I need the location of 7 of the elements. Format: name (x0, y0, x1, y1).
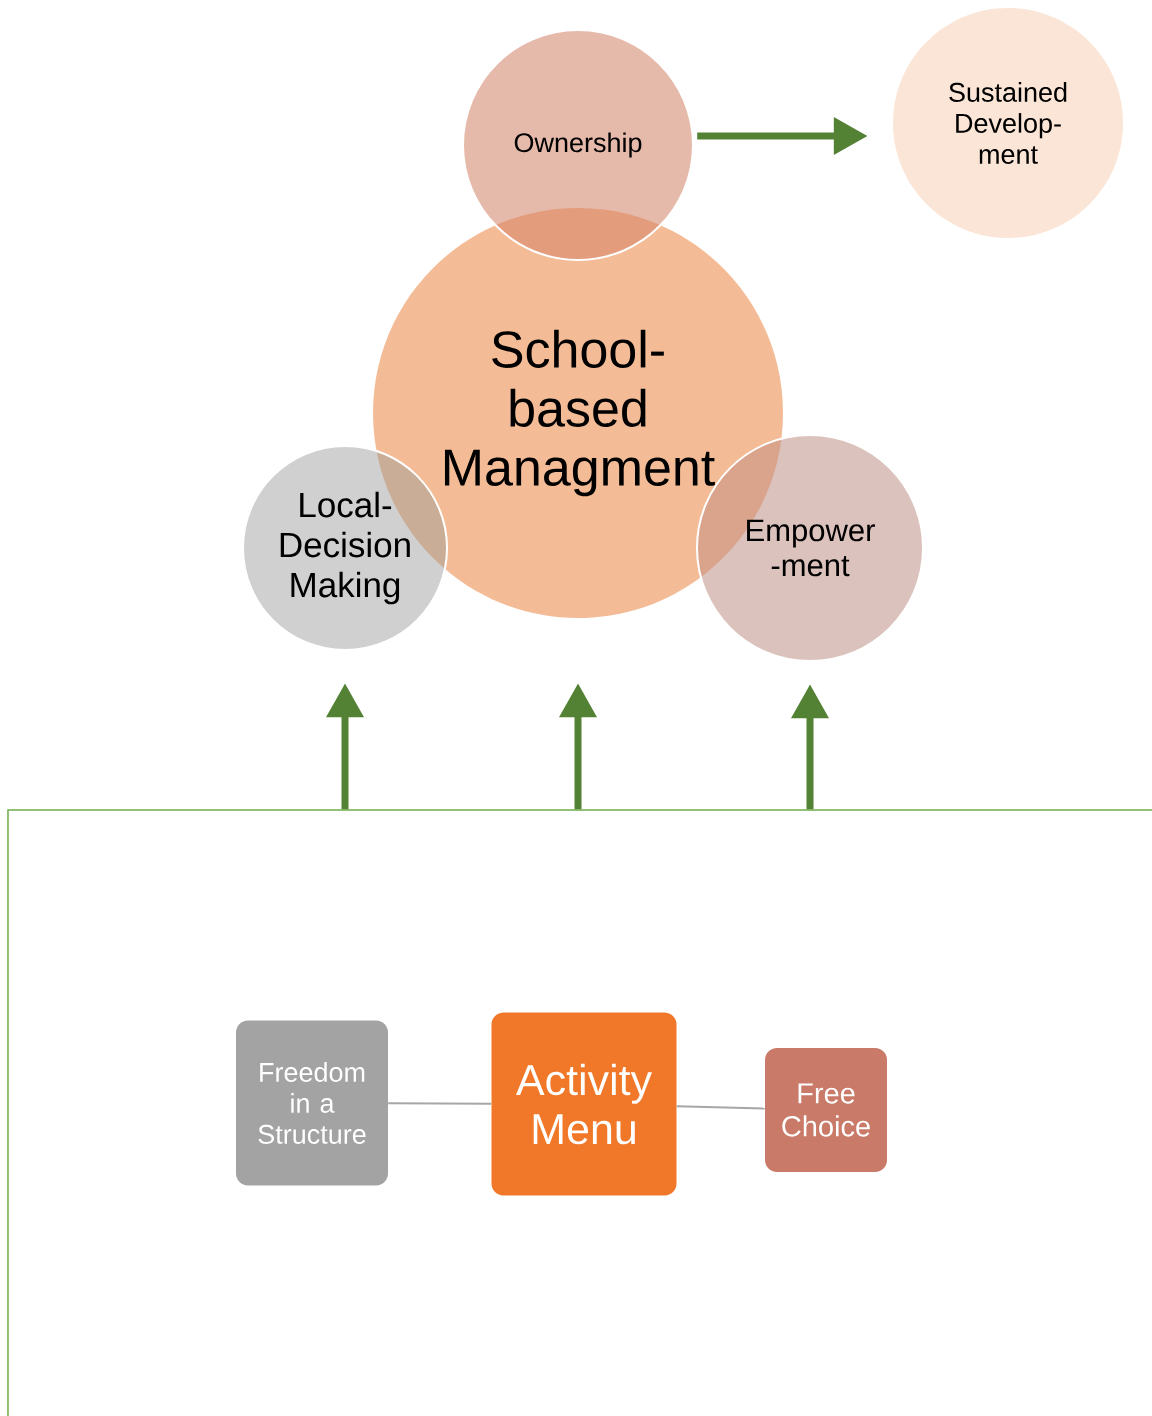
process-box: Free Choice (765, 1048, 887, 1172)
frame-box (7, 809, 1152, 1416)
node-label: Ownership (514, 132, 642, 158)
process-box: Activity Menu (491, 1012, 677, 1196)
connector-line (675, 1105, 766, 1110)
process-box: Freedom in a Structure (236, 1020, 388, 1186)
connector-line (387, 1102, 493, 1105)
